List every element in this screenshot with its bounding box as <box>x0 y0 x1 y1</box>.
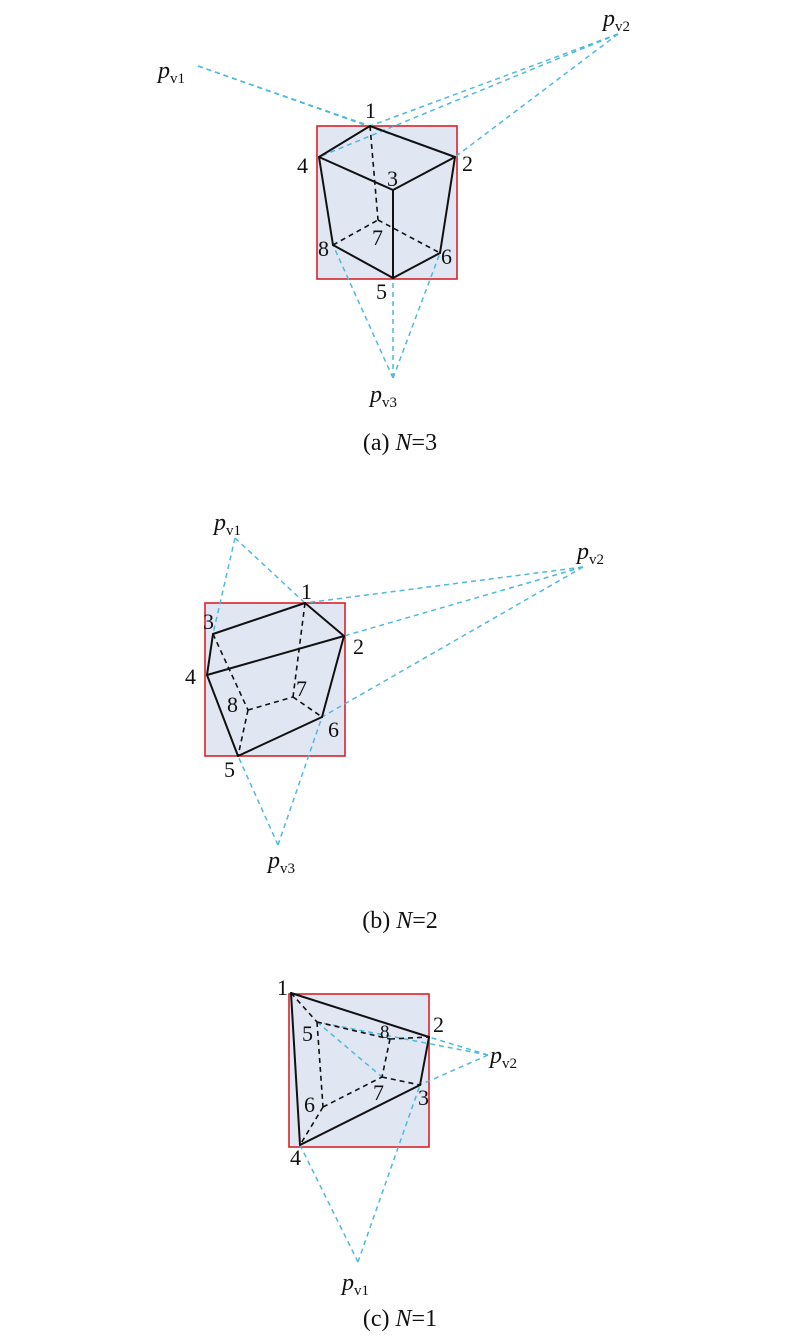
vertex-label: 3 <box>203 609 214 634</box>
vertex-label: 7 <box>296 676 307 701</box>
panel-c-bounding-box <box>288 993 430 1148</box>
panel-b-vertex-labels: 1 2 3 4 5 6 7 8 <box>185 579 364 782</box>
vertex-label: 8 <box>380 1022 390 1043</box>
vertex-label: 6 <box>441 244 452 269</box>
panel-c-hidden-edges <box>290 992 430 1146</box>
panel-c-caption: (c) N=1 <box>363 1306 437 1332</box>
vertex-label: 4 <box>290 1145 301 1170</box>
panel-a: 1 2 3 4 5 6 7 8 pv1 pv2 pv3 (a) N=3 <box>156 6 630 456</box>
panel-b: 1 2 3 4 5 6 7 8 pv1 pv2 pv3 (b) N=2 <box>185 510 604 934</box>
vertex-label: 2 <box>462 151 473 176</box>
panel-b-vanishing-point-labels: pv1 pv2 pv3 <box>212 510 604 877</box>
panel-b-vanishing-lines <box>212 537 584 846</box>
panel-a-vertex-labels: 1 2 3 4 5 6 7 8 <box>297 98 473 304</box>
panel-c-visible-edges <box>290 992 430 1146</box>
vanishing-point-label: pv1 <box>340 1270 369 1299</box>
vertex-label: 1 <box>301 579 312 604</box>
panel-c-vanishing-lines <box>299 1021 489 1263</box>
vertex-label: 1 <box>277 975 288 1000</box>
vertex-label: 4 <box>297 153 308 178</box>
vertex-label: 2 <box>433 1012 444 1037</box>
panel-b-visible-edges <box>206 602 345 757</box>
panel-c-vertex-labels: 1 2 3 4 5 6 7 8 <box>277 975 444 1170</box>
vanishing-point-label: pv2 <box>488 1043 517 1072</box>
panel-a-bounding-box <box>316 125 458 280</box>
panel-b-caption: (b) N=2 <box>362 908 438 934</box>
vertex-label: 2 <box>353 634 364 659</box>
vertex-label: 5 <box>224 757 235 782</box>
vertex-label: 7 <box>373 1080 384 1105</box>
vertex-label: 5 <box>302 1021 313 1046</box>
vertex-label: 6 <box>328 717 339 742</box>
panel-b-hidden-edges <box>212 602 323 757</box>
panel-a-vanishing-point-labels: pv1 pv2 pv3 <box>156 6 630 411</box>
panel-c-vanishing-point-labels: pv2 pv1 <box>340 1043 517 1299</box>
vanishing-point-label: pv2 <box>601 6 630 35</box>
panel-b-bounding-box <box>204 602 346 757</box>
vertex-label: 7 <box>372 225 383 250</box>
vanishing-point-label: pv3 <box>266 848 295 877</box>
vertex-label: 3 <box>418 1085 429 1110</box>
panel-c: 1 2 3 4 5 6 7 8 pv2 pv1 (c) N=1 <box>277 975 517 1332</box>
vertex-label: 8 <box>227 692 238 717</box>
vanishing-point-label: pv1 <box>156 58 185 87</box>
vertex-label: 6 <box>304 1092 315 1117</box>
vanishing-point-label: pv2 <box>575 539 604 568</box>
vertex-label: 1 <box>365 98 376 123</box>
panel-a-caption: (a) N=3 <box>363 430 437 456</box>
vertex-label: 8 <box>318 236 329 261</box>
panel-a-visible-edges <box>318 125 456 279</box>
vanishing-point-label: pv3 <box>368 382 397 411</box>
vanishing-point-label: pv1 <box>212 510 241 539</box>
vertex-label: 5 <box>376 279 387 304</box>
panel-a-hidden-edges <box>332 125 441 254</box>
vertex-label: 3 <box>387 166 398 191</box>
vertex-label: 4 <box>185 664 196 689</box>
